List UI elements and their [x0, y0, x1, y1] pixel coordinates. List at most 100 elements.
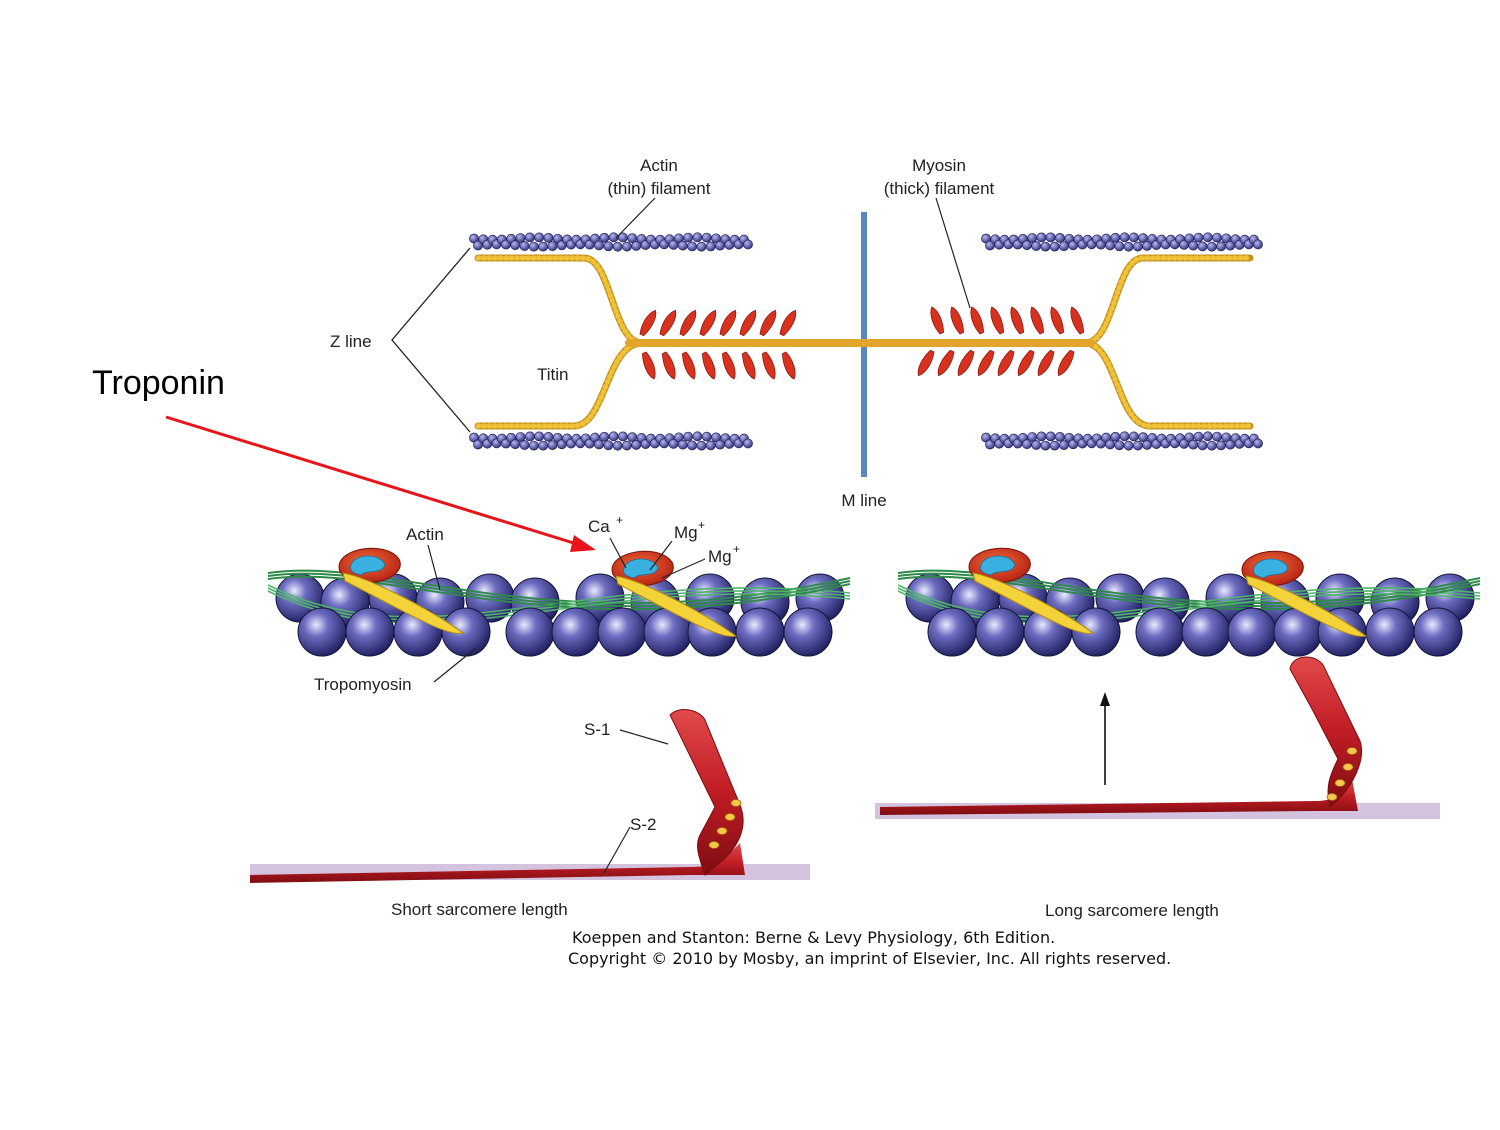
- actin-bead: [743, 239, 753, 250]
- actin-bead-filament: [469, 431, 753, 451]
- actin-bead: [528, 440, 539, 451]
- actin-bead: [677, 240, 688, 251]
- actin-bead: [519, 440, 530, 450]
- myosin-head-left-upper: [699, 309, 717, 337]
- tropomyosin-strand-line: [897, 575, 1481, 611]
- troponin-binding-site: [980, 555, 1016, 576]
- actin-bead: [1197, 440, 1208, 451]
- troponin-t-subunit: [1245, 575, 1368, 637]
- actin-bead: [1216, 241, 1226, 252]
- myosin-head-left-upper: [719, 309, 737, 337]
- actin-bead: [524, 232, 535, 243]
- actin-bead: [1036, 431, 1047, 442]
- tropomyosin-strand-line: [267, 575, 851, 611]
- tropomyosin-strand-line: [897, 584, 1481, 618]
- actin-bead: [1193, 431, 1204, 442]
- actin-bead: [687, 241, 698, 252]
- myosin-head: [699, 309, 717, 337]
- actin-bead: [515, 233, 526, 243]
- myosin-head-right-upper: [1050, 306, 1065, 335]
- myosin-head-left-lower: [781, 351, 796, 380]
- actin-bead: [1132, 440, 1143, 451]
- myosin-head: [741, 351, 756, 380]
- actin-monomer-front: [1413, 607, 1463, 657]
- myosin-head: [1017, 349, 1035, 377]
- myosin-head-right-lower: [917, 349, 935, 377]
- actin-bead: [696, 241, 707, 252]
- short-sarcomere-panel: [250, 547, 851, 883]
- myosin-light-chain: [716, 827, 728, 835]
- myosin-light-chain: [708, 841, 720, 849]
- actin-monomer-front: [1227, 607, 1277, 657]
- myosin-head: [1037, 349, 1055, 377]
- actin-bead: [1031, 241, 1042, 251]
- thin-filament-panel: [250, 547, 851, 883]
- myosin-leader: [935, 197, 971, 309]
- actin-bead: [1036, 232, 1047, 243]
- actin-bead: [594, 240, 604, 251]
- actin-bead-filament: [469, 232, 753, 252]
- myosin-head-right-lower: [937, 349, 955, 377]
- actin-bead: [543, 432, 554, 442]
- actin-bead: [1110, 232, 1121, 243]
- myosin-head: [759, 309, 777, 337]
- myosin-head: [721, 351, 736, 380]
- credit-line-2: Copyright © 2010 by Mosby, an imprint of…: [568, 949, 1171, 968]
- actin-bead: [687, 440, 698, 451]
- myosin-head: [990, 306, 1005, 335]
- myosin-head-right-lower: [1037, 349, 1055, 377]
- actin-bead: [1202, 431, 1213, 442]
- thin-filament-panel: [875, 547, 1481, 819]
- actin-bead: [1027, 432, 1038, 442]
- z-line-label: Z line: [330, 332, 372, 351]
- actin-bead: [743, 438, 753, 449]
- myosin-s2-tail: [250, 843, 745, 883]
- actin-bead: [538, 241, 549, 252]
- myosin-head: [950, 306, 965, 335]
- actin-bead: [1119, 232, 1130, 243]
- actin-bead: [701, 431, 712, 442]
- myosin-head: [997, 349, 1015, 377]
- tropomyosin-label: Tropomyosin: [314, 675, 412, 694]
- myosin-head-right-lower: [997, 349, 1015, 377]
- troponin-arrow: [165, 415, 581, 547]
- actin-bead: [696, 440, 707, 451]
- actin-bead: [1040, 440, 1051, 451]
- myosin-head-right-lower: [1017, 349, 1035, 377]
- myosin-head: [641, 351, 656, 380]
- actin-bead: [524, 431, 535, 442]
- myosin-head: [1070, 306, 1085, 335]
- myosin-head: [957, 349, 975, 377]
- actin-thin-filament-label-1: Actin: [640, 156, 678, 175]
- sarcomere-schematic: Actin (thin) filament Myosin (thick) fil…: [330, 156, 1263, 510]
- actin-bead: [1119, 431, 1130, 442]
- actin-bead: [1128, 232, 1139, 243]
- actin-monomer-front: [1071, 607, 1121, 657]
- long-sarcomere-label: Long sarcomere length: [1045, 901, 1219, 920]
- tropomyosin-strand-line: [897, 572, 1481, 608]
- actin-bead: [1188, 439, 1199, 450]
- ca-plus-label: +: [616, 513, 623, 527]
- actin-monomer-front: [1181, 607, 1231, 657]
- myosin-head: [1050, 306, 1065, 335]
- myosin-head-left-lower: [661, 351, 676, 380]
- actin-bead: [1188, 240, 1199, 251]
- actin-bead: [705, 440, 716, 451]
- myosin-head-right-lower: [977, 349, 995, 377]
- actin-bead: [622, 440, 632, 451]
- actin-bead: [1253, 239, 1263, 250]
- myosin-head: [639, 309, 657, 337]
- actin-bead: [599, 431, 610, 442]
- myosin-head: [659, 309, 677, 337]
- myosin-head-left-lower: [761, 351, 776, 380]
- actin-bead: [1049, 440, 1060, 451]
- troponin-binding-site: [623, 558, 659, 579]
- actin-bead: [1132, 241, 1143, 252]
- myosin-head: [1030, 306, 1045, 335]
- actin-monomer-front: [505, 607, 555, 657]
- myosin-light-chain: [1334, 779, 1346, 787]
- myosin-head-right-upper: [970, 306, 985, 335]
- actin-bead: [1253, 438, 1263, 449]
- tropomyosin-leader: [433, 647, 477, 683]
